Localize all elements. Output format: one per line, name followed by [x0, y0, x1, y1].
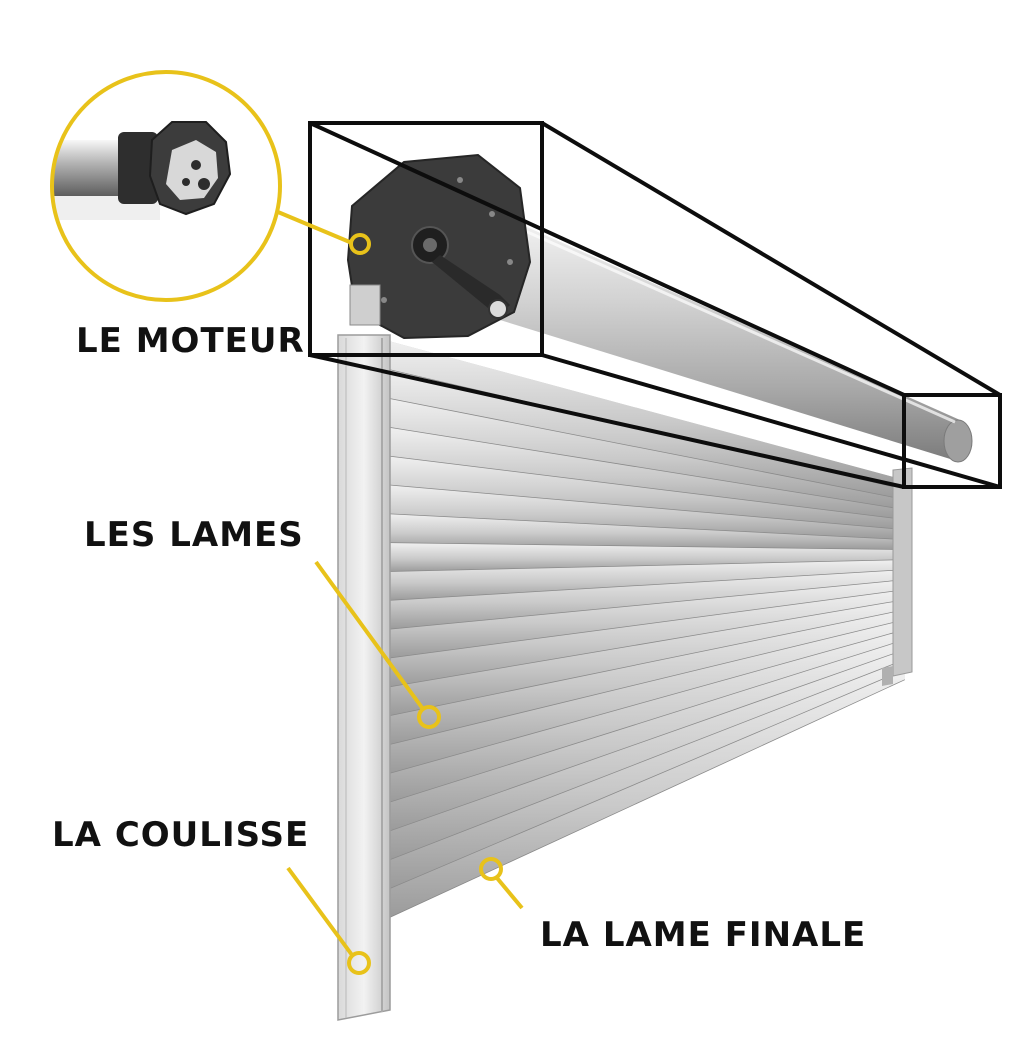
callout-moteur — [277, 210, 371, 255]
zoom-projection — [308, 121, 1002, 489]
yellow-ring-marker — [479, 857, 503, 881]
shutter-slat — [385, 650, 905, 862]
shutter-slat — [385, 570, 905, 630]
shutter-slat — [385, 456, 905, 530]
label-la-coulisse: LA COULISSE — [52, 815, 310, 855]
shutter-curtain — [385, 340, 905, 920]
yellow-ring-marker — [347, 951, 371, 975]
shutter-slat — [385, 485, 905, 540]
shutter-slat — [385, 590, 905, 688]
shutter-slat — [385, 620, 905, 775]
callout-coulisse — [286, 866, 371, 975]
callout-lames — [314, 560, 441, 729]
shutter-slat — [385, 340, 905, 490]
yellow-ring-marker — [349, 233, 371, 255]
yellow-ring-marker — [417, 705, 441, 729]
motor-detail-circle — [50, 70, 282, 302]
shutter-slat — [385, 610, 905, 746]
tubular-motor-icon — [52, 121, 232, 220]
callout-lame-finale — [479, 857, 524, 910]
shutter-slat — [385, 660, 905, 891]
shutter-slat — [385, 560, 905, 601]
label-la-lame-finale: LA LAME FINALE — [540, 915, 867, 955]
label-le-moteur: LE MOTEUR — [76, 321, 305, 361]
shutter-slat — [385, 640, 905, 833]
slat-joint — [385, 679, 905, 920]
shutter-slat — [385, 630, 905, 804]
shutter-slat — [385, 580, 905, 659]
shutter-slat — [385, 670, 905, 920]
label-les-lames: LES LAMES — [84, 515, 304, 555]
roller-tube — [500, 215, 973, 463]
shutter-slat — [385, 600, 905, 717]
left-guide-rail — [337, 334, 391, 1021]
shutter-slat — [385, 398, 905, 510]
shutter-slat — [385, 514, 905, 550]
shutter-slat — [385, 543, 905, 572]
shutter-slat — [385, 427, 905, 520]
right-guide-rail — [882, 467, 913, 686]
